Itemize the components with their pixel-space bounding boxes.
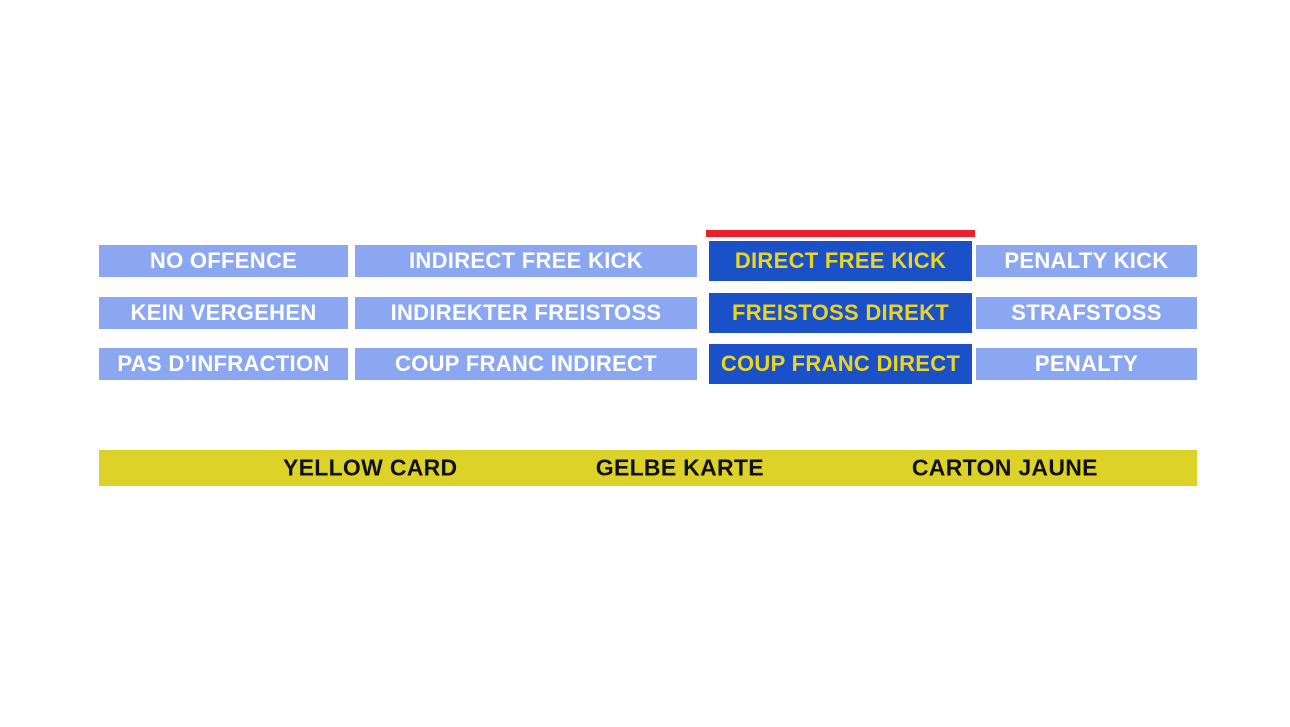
selection-indicator-bar [706,230,975,237]
option-no-offence-en[interactable]: NO OFFENCE [99,245,348,277]
option-direct-free-kick-fr[interactable]: COUP FRANC DIRECT [709,344,972,384]
option-indirect-free-kick-de[interactable]: INDIREKTER FREISTOSS [355,297,697,329]
option-penalty-kick-fr[interactable]: PENALTY [976,348,1197,380]
option-no-offence-fr[interactable]: PAS D’INFRACTION [99,348,348,380]
option-no-offence-de[interactable]: KEIN VERGEHEN [99,297,348,329]
card-label-fr: CARTON JAUNE [911,454,1098,481]
yellow-card-bar[interactable]: YELLOW CARD GELBE KARTE CARTON JAUNE [99,450,1197,486]
option-direct-free-kick-en[interactable]: DIRECT FREE KICK [709,241,972,281]
option-indirect-free-kick-fr[interactable]: COUP FRANC INDIRECT [355,348,697,380]
option-indirect-free-kick-en[interactable]: INDIRECT FREE KICK [355,245,697,277]
card-label-de: GELBE KARTE [595,454,764,481]
option-penalty-kick-en[interactable]: PENALTY KICK [976,245,1197,277]
option-direct-free-kick-de[interactable]: FREISTOSS DIREKT [709,293,972,333]
option-penalty-kick-de[interactable]: STRAFSTOSS [976,297,1197,329]
card-label-en: YELLOW CARD [282,454,458,481]
